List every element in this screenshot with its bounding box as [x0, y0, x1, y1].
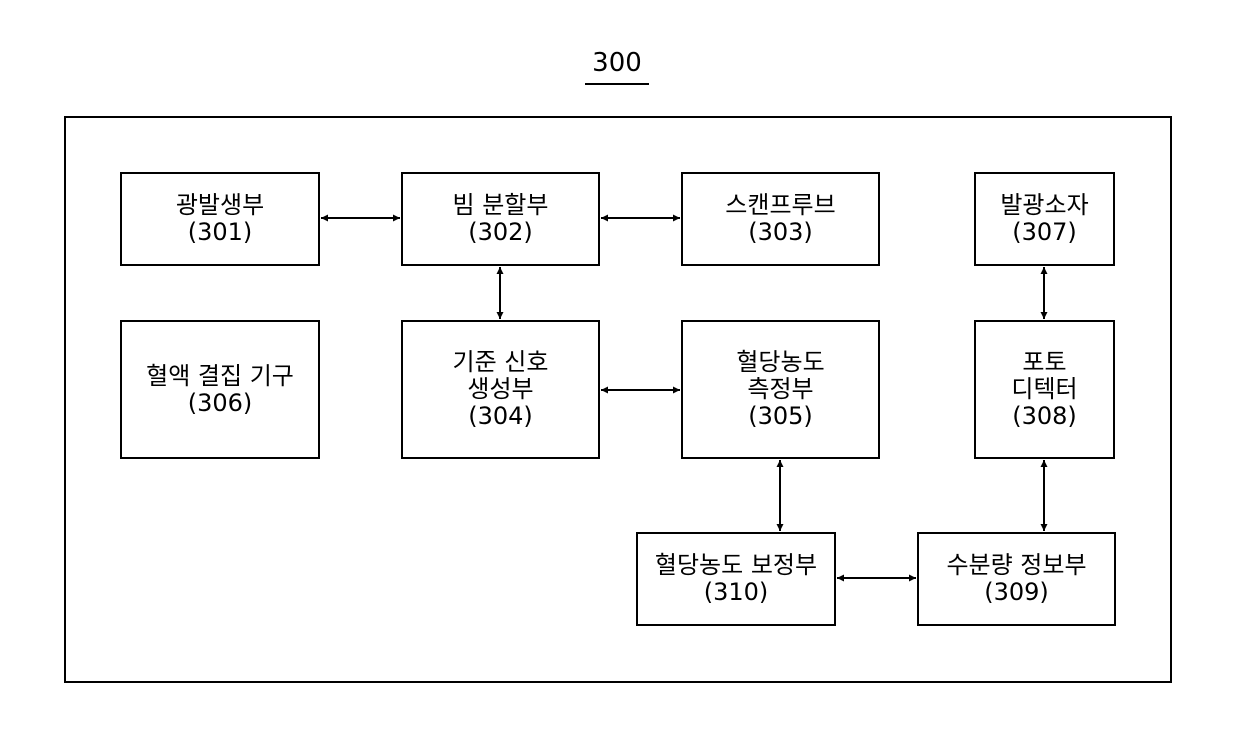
blood-gathering-device-ref: (306) [188, 390, 253, 417]
beam-splitter-ref: (302) [468, 219, 533, 246]
reference-signal-generator-label-line1: 기준 신호 [453, 349, 549, 376]
figure-reference-underline [585, 83, 649, 85]
glucose-correction-block: 혈당농도 보정부 (310) [636, 532, 836, 626]
glucose-measurement-label-line2: 측정부 [747, 376, 813, 403]
reference-signal-generator-label-line2: 생성부 [467, 376, 533, 403]
scan-probe-block: 스캔프루브 (303) [681, 172, 880, 266]
glucose-correction-ref: (310) [704, 579, 769, 606]
glucose-measurement-block: 혈당농도 측정부 (305) [681, 320, 880, 459]
glucose-correction-label: 혈당농도 보정부 [655, 552, 817, 579]
blood-gathering-device-label: 혈액 결집 기구 [146, 363, 294, 390]
water-content-info-ref: (309) [984, 579, 1049, 606]
photodetector-label-line1: 포토 [1022, 349, 1066, 376]
light-source-label: 광발생부 [176, 192, 264, 219]
beam-splitter-label: 빔 분할부 [453, 192, 549, 219]
light-emitting-element-block: 발광소자 (307) [974, 172, 1115, 266]
reference-signal-generator-ref: (304) [468, 403, 533, 430]
photodetector-label-line2: 디텍터 [1011, 376, 1077, 403]
light-source-block: 광발생부 (301) [120, 172, 320, 266]
water-content-info-label: 수분량 정보부 [946, 552, 1086, 579]
scan-probe-ref: (303) [748, 219, 813, 246]
light-source-ref: (301) [188, 219, 253, 246]
light-emitting-element-label: 발광소자 [1000, 192, 1088, 219]
photodetector-ref: (308) [1012, 403, 1077, 430]
figure-reference-number: 300 [585, 48, 649, 78]
glucose-measurement-label-line1: 혈당농도 [736, 349, 824, 376]
scan-probe-label: 스캔프루브 [725, 192, 835, 219]
blood-gathering-device-block: 혈액 결집 기구 (306) [120, 320, 320, 459]
light-emitting-element-ref: (307) [1012, 219, 1077, 246]
water-content-info-block: 수분량 정보부 (309) [917, 532, 1116, 626]
reference-signal-generator-block: 기준 신호 생성부 (304) [401, 320, 600, 459]
glucose-measurement-ref: (305) [748, 403, 813, 430]
beam-splitter-block: 빔 분할부 (302) [401, 172, 600, 266]
photodetector-block: 포토 디텍터 (308) [974, 320, 1115, 459]
